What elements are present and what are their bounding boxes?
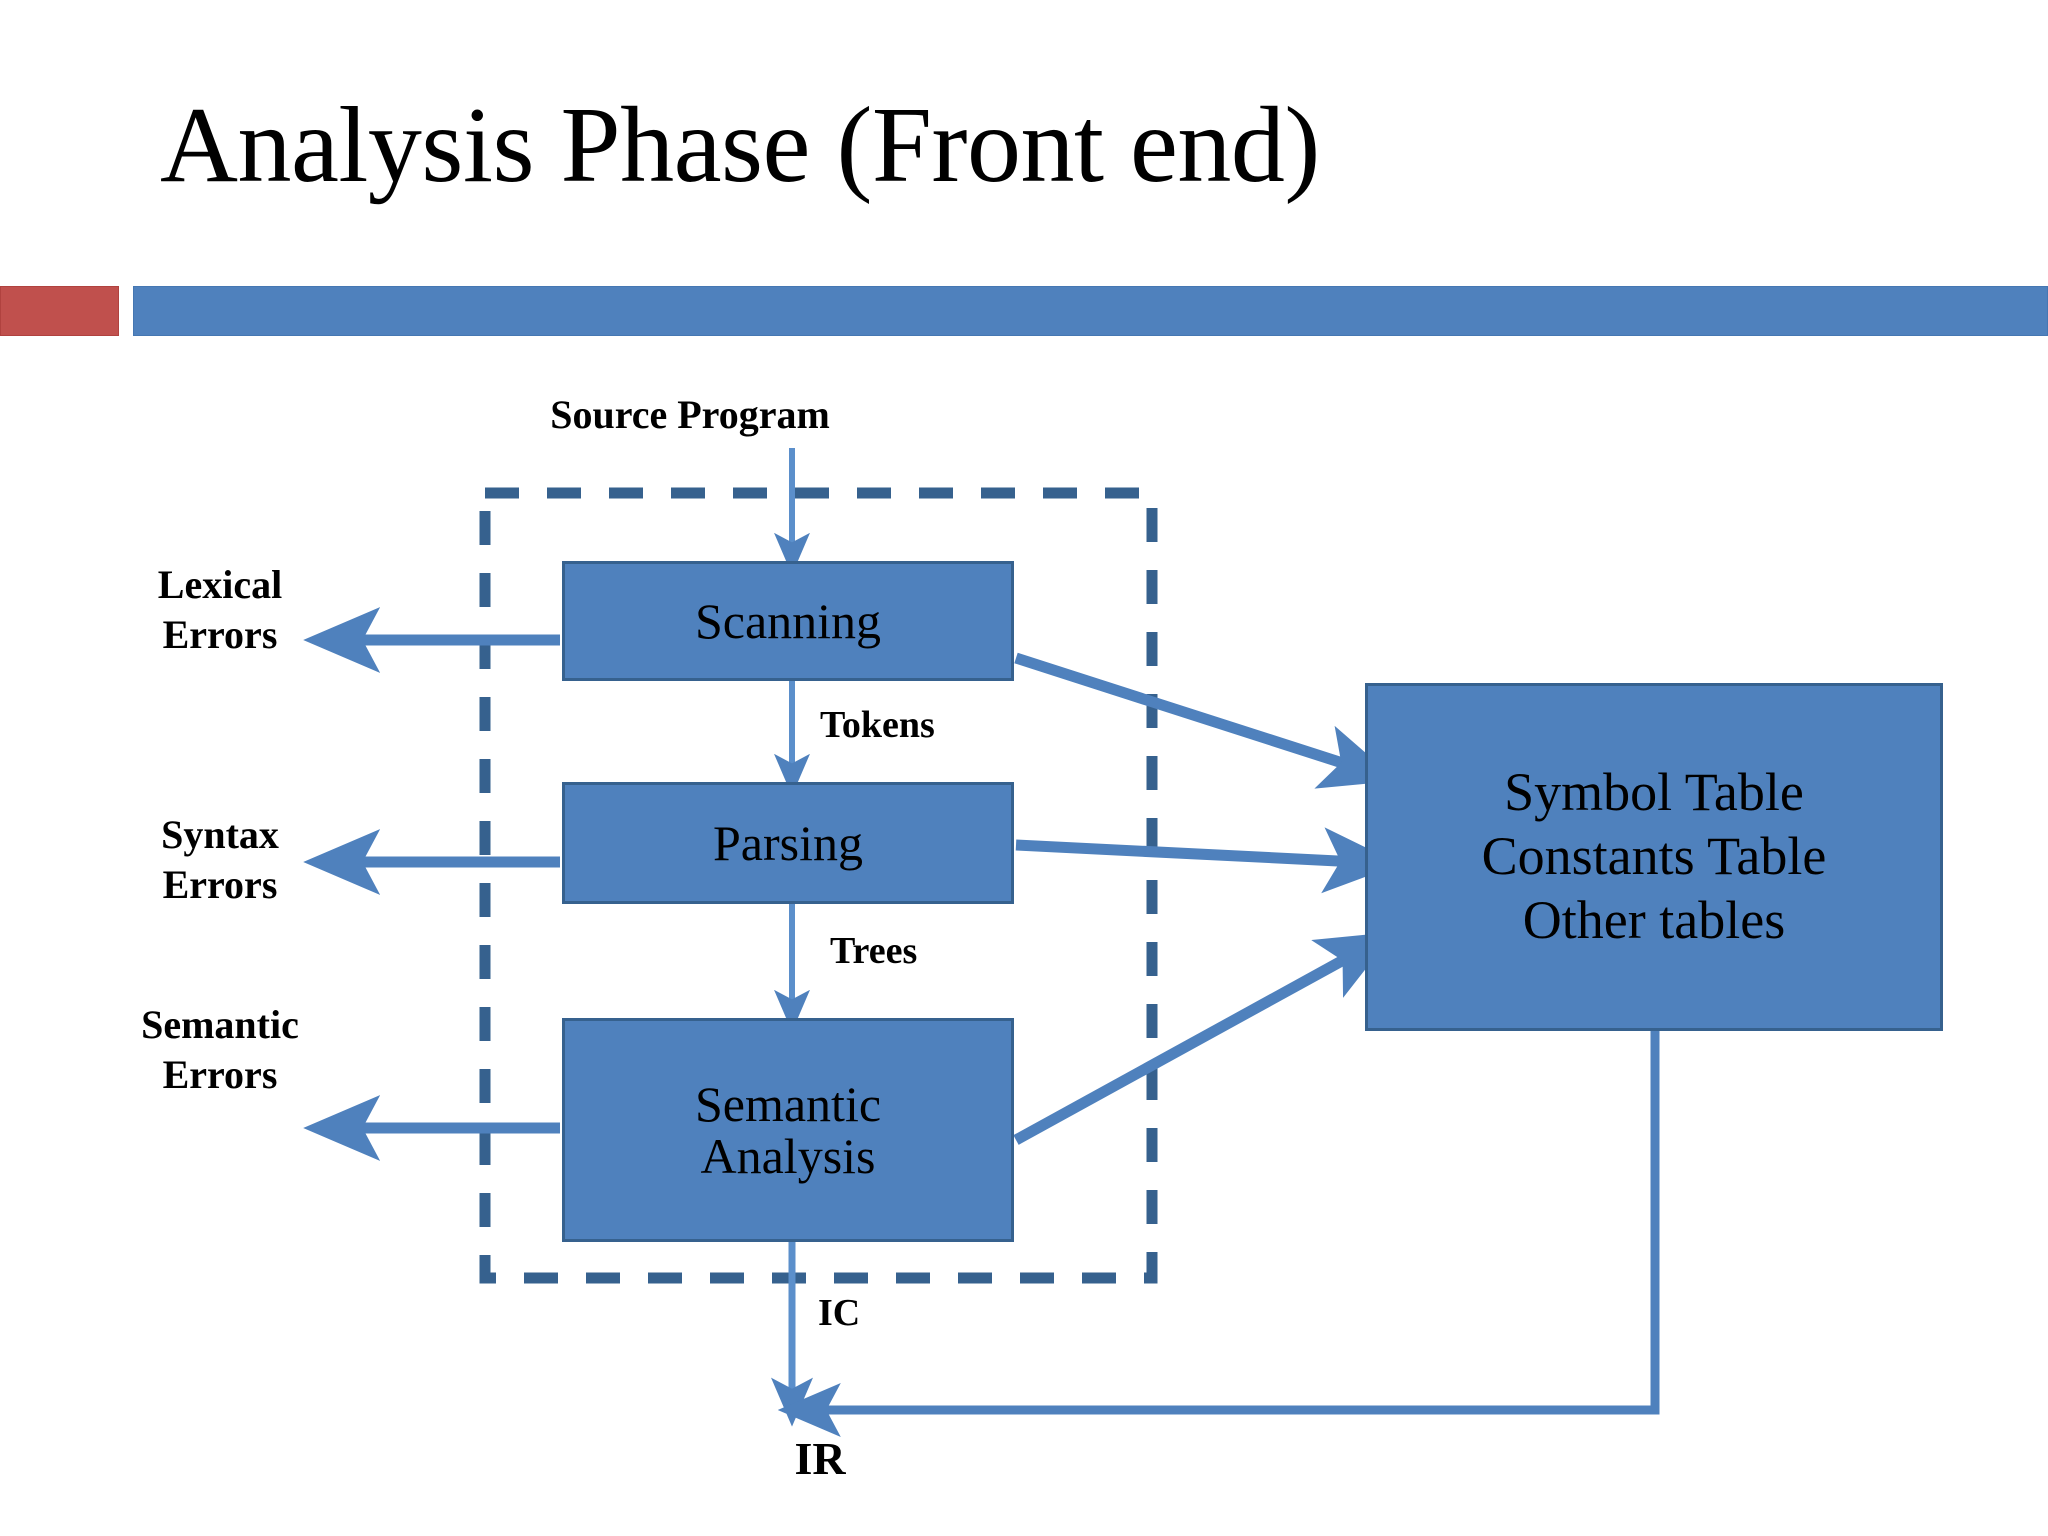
edge-semantic-to-tables xyxy=(1013,931,1395,1145)
label-semantic-errors: Semantic Errors xyxy=(141,1002,299,1097)
label-tokens: Tokens xyxy=(820,704,935,746)
edge-parsing-to-tables xyxy=(1015,827,1400,894)
label-source-program: Source Program xyxy=(550,392,830,437)
process-box-parsing[interactable]: Parsing xyxy=(562,782,1014,904)
edge-scanning-to-tables xyxy=(1014,652,1398,789)
accent-bar-blue xyxy=(133,286,2048,336)
accent-bar-red xyxy=(0,286,119,336)
label-ic: IC xyxy=(818,1292,861,1334)
box-label-symbol-table: Symbol Table xyxy=(1504,762,1804,823)
analysis-phase-dashed-boundary xyxy=(479,487,1158,1284)
box-label-scanning: Scanning xyxy=(694,592,882,649)
box-label-parsing: Parsing xyxy=(713,814,863,871)
box-label-other-tables: Other tables xyxy=(1522,889,1786,950)
label-ir: IR xyxy=(794,1433,846,1484)
process-box-semantic-analysis[interactable]: Semantic Analysis xyxy=(562,1018,1014,1242)
process-box-scanning[interactable]: Scanning xyxy=(562,561,1014,681)
edge-tables-to-ir xyxy=(777,1031,1660,1437)
label-syntax-errors: Syntax Errors xyxy=(161,812,279,907)
label-trees: Trees xyxy=(830,930,918,972)
process-box-tables[interactable]: Symbol Table Constants Table Other table… xyxy=(1365,683,1943,1031)
page-title: Analysis Phase (Front end) xyxy=(160,86,1320,205)
box-label-semantic-line2: Analysis xyxy=(700,1128,876,1184)
box-label-semantic-line1: Semantic xyxy=(694,1075,882,1132)
label-lexical-errors: Lexical Errors xyxy=(157,562,283,657)
box-label-constants-table: Constants Table xyxy=(1481,826,1827,887)
